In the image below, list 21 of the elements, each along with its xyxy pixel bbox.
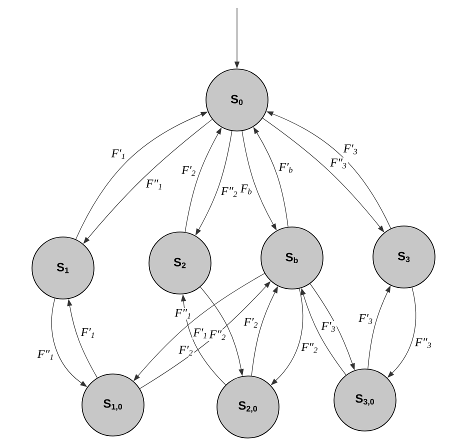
edge-label: F′$_{1}$ [192,328,209,340]
edge-label: F″$_{1}$ [36,349,56,361]
edge-label: F′$_{3}$ [320,321,337,333]
edge-label: F′$_{2}$ [178,344,194,357]
edge-label: F′$_{3}$ [342,144,359,156]
edge-label: F′$_{b}$ [278,162,294,174]
edge-label: F′$_{1}$ [110,148,127,160]
edge-label: F′$_{2}$ [180,165,198,177]
arrow [83,119,213,244]
edge-label: F″$_{3}$ [329,158,348,170]
arrow [262,118,384,232]
edge-label: F″$_{2}$ [300,342,320,354]
edge-label: F″$_{2}$ [208,329,228,341]
edge-label: F″$_{2}$ [220,186,239,198]
edge-label: F″$_{1}$ [144,178,164,190]
edge-label: F′$_{2}$ [242,316,260,329]
edge-label: F$_{b}$ [239,184,254,196]
edge-label: F′$_{3}$ [358,313,374,325]
edge-label: F′$_{1}$ [80,327,96,339]
edge-label: F″$_{1}$ [174,308,193,320]
edge-label: F″$_{3}$ [414,337,433,349]
